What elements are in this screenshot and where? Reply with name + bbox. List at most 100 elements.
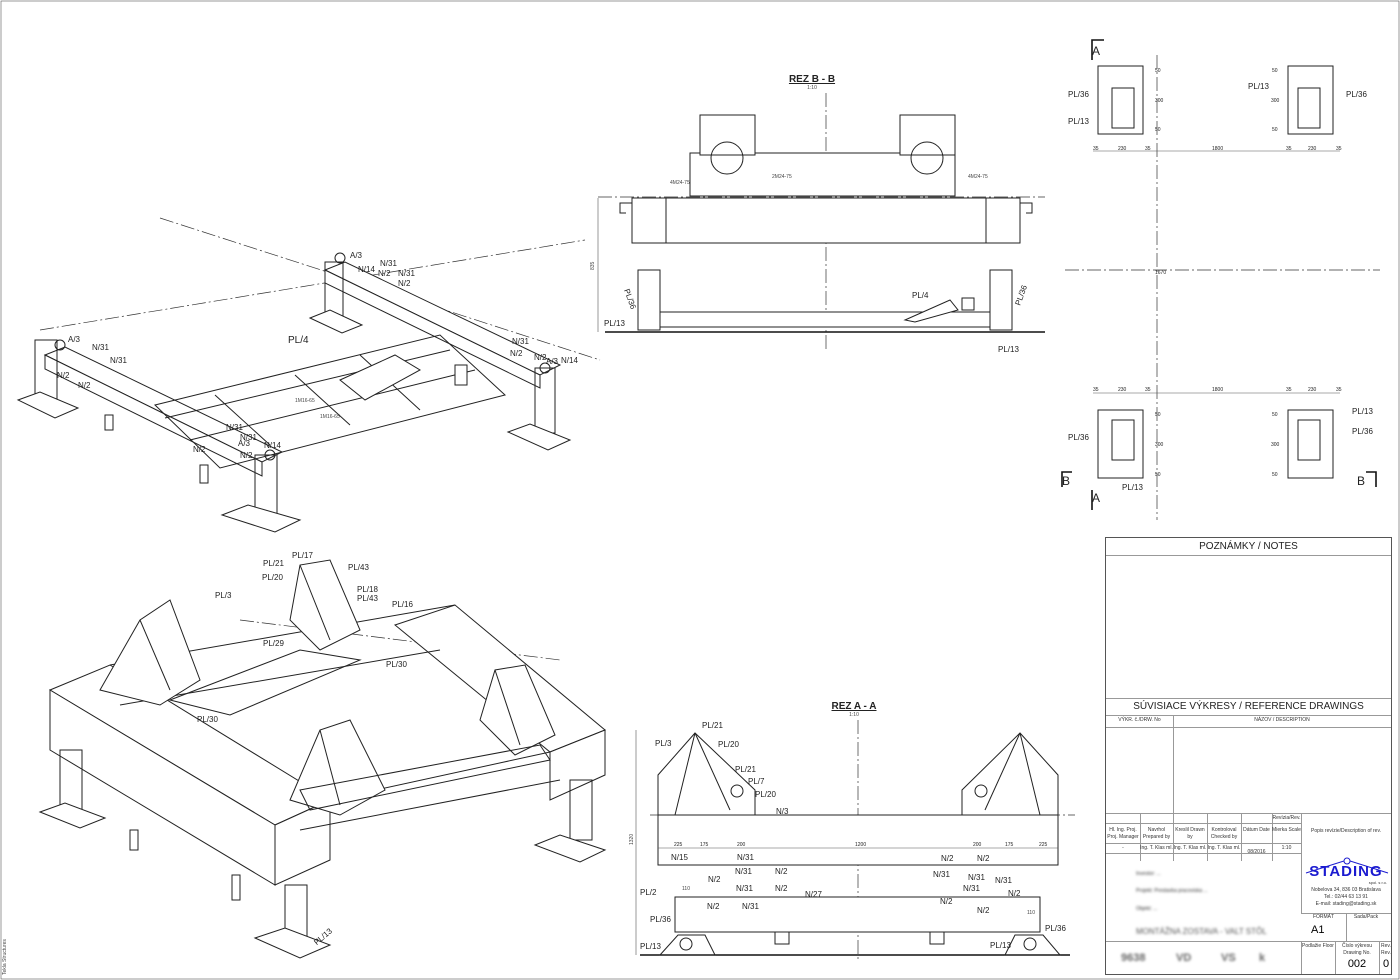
dim: 50 (1272, 127, 1278, 133)
investor-row: Investor: ... (1136, 871, 1161, 877)
iso-label: 1M16-65 (320, 414, 340, 420)
section-mark-b: B (1357, 474, 1365, 488)
iso-label: PL/21 (263, 559, 284, 568)
rev-label: Rev. Rev. (1381, 943, 1391, 956)
section-label: PL/20 (718, 740, 739, 749)
section-title: REZ A - A (832, 701, 877, 712)
section-label: N/31 (742, 902, 759, 911)
iso-label: N/31 (380, 259, 397, 268)
section-label: N/2 (775, 867, 788, 876)
base-plate-plan: A A B B PL/36 PL/13 PL/13 PL/36 PL/36 PL… (1061, 39, 1380, 520)
section-label: N/31 (968, 873, 985, 882)
dim: 1800 (1212, 146, 1223, 152)
section-label: PL/13 (604, 319, 625, 328)
rev-desc-header: Popis revízie/Description of rev. (1311, 828, 1381, 834)
section-label: PL/2 (640, 888, 657, 897)
dim: 230 (1118, 146, 1127, 152)
notes-header: POZNÁMKY / NOTES (1199, 541, 1298, 552)
part: k (1259, 952, 1266, 964)
ref-col-desc: NÁZOV / DESCRIPTION (1254, 717, 1310, 723)
drawing-no-label: Číslo výkresu Drawing No. (1341, 943, 1372, 956)
isometric-view-bottom: PL/17 PL/21 PL/20 PL/43 PL/3 PL/18 PL/43… (38, 551, 607, 959)
dim: 35 (1145, 146, 1151, 152)
order-number: 9638 (1121, 952, 1146, 964)
dim: 50 (1155, 472, 1161, 478)
iso-label: PL/43 (357, 594, 378, 603)
plan-label: PL/36 (1346, 90, 1367, 99)
iso-label: N/31 (398, 269, 415, 278)
dim: 50 (1272, 472, 1278, 478)
dim: 50 (1155, 412, 1161, 418)
section-mark-a: A (1092, 491, 1100, 505)
iso-label: N/2 (193, 445, 206, 454)
section-label: N/2 (1008, 889, 1021, 898)
section-label: N/2 (940, 897, 953, 906)
project-row: Projekt: Prestavba pracoviska ... (1136, 888, 1208, 894)
dim: 50 (1155, 68, 1161, 74)
section-b-b: REZ B - B 1:10 4M24-75 2M24-75 4M24-75 8… (590, 74, 1045, 354)
iso-label: N/31 (226, 423, 243, 432)
section-dim: 1320 (629, 834, 635, 845)
section-scale: 1:10 (849, 712, 859, 718)
section-label: PL/20 (755, 790, 776, 799)
section-label: PL/36 (1013, 283, 1029, 306)
dim: 35 (1145, 387, 1151, 393)
iso-label: PL/16 (392, 600, 413, 609)
dim: 35 (1093, 146, 1099, 152)
dim: 175 (1005, 842, 1014, 848)
dim: 175 (700, 842, 709, 848)
iso-label: N/31 (240, 433, 257, 442)
section-dim: 110 (1027, 910, 1035, 916)
iso-label: PL/17 (292, 551, 313, 560)
iso-label: N/2 (510, 349, 523, 358)
dim: 1800 (1212, 387, 1223, 393)
section-dim: 835 (590, 261, 596, 270)
dim: 230 (1308, 146, 1317, 152)
dim: 35 (1286, 146, 1292, 152)
section-label: N/2 (941, 854, 954, 863)
dim: 200 (737, 842, 746, 848)
prepared-by-value: Ing. T. Klas ml. (1140, 845, 1173, 851)
dim: 50 (1272, 412, 1278, 418)
section-label: 4M24-75 (670, 180, 690, 186)
section-label: PL/36 (622, 288, 638, 311)
section-label: N/31 (736, 884, 753, 893)
rev-value: 0 (1382, 958, 1390, 970)
section-label: N/2 (707, 902, 720, 911)
section-label: N/27 (805, 890, 822, 899)
object-row: Objekt: ... (1136, 906, 1158, 912)
section-label: PL/13 (998, 345, 1019, 354)
iso-label: N/2 (78, 381, 91, 390)
dim: 225 (674, 842, 683, 848)
iso-label: N/2 (398, 279, 411, 288)
iso-label: PL/3 (215, 591, 232, 600)
section-label: N/3 (776, 807, 789, 816)
section-a-a: REZ A - A 1:10 PL/21 PL/3 PL/20 PL/21 PL… (629, 701, 1075, 960)
iso-label: N/31 (92, 343, 109, 352)
stage: VD (1176, 952, 1192, 964)
company-phone: Tel.: 02/44 63 13 91 (1324, 894, 1368, 900)
iso-label: N/2 (378, 269, 391, 278)
iso-label: PL/18 (357, 585, 378, 594)
scale-value: 1:10 (1281, 845, 1292, 851)
ref-col-no: VÝKR. č./DRW. No (1118, 717, 1161, 723)
dim: 35 (1093, 387, 1099, 393)
dim: 35 (1336, 146, 1342, 152)
plan-label: PL/36 (1068, 90, 1089, 99)
drawn-by-value: Ing. T. Klas ml. (1173, 845, 1207, 851)
section-dim: 110 (682, 886, 690, 892)
dim: 300 (1155, 98, 1164, 104)
section-label: PL/13 (990, 941, 1011, 950)
iso-label: N/14 (264, 441, 281, 450)
date-value: 08/2016 (1247, 849, 1266, 855)
iso-label: N/14 (358, 265, 375, 274)
section-scale: 1:10 (807, 85, 817, 91)
company-logo-roof (1305, 857, 1389, 874)
section-label: PL/3 (655, 739, 672, 748)
section-label: N/2 (977, 854, 990, 863)
iso-label: A/3 (350, 251, 363, 260)
section-label: 4M24-75 (968, 174, 988, 180)
company-email: E-mail: stading@stading.sk (1315, 901, 1377, 907)
section-label: PL/21 (702, 721, 723, 730)
